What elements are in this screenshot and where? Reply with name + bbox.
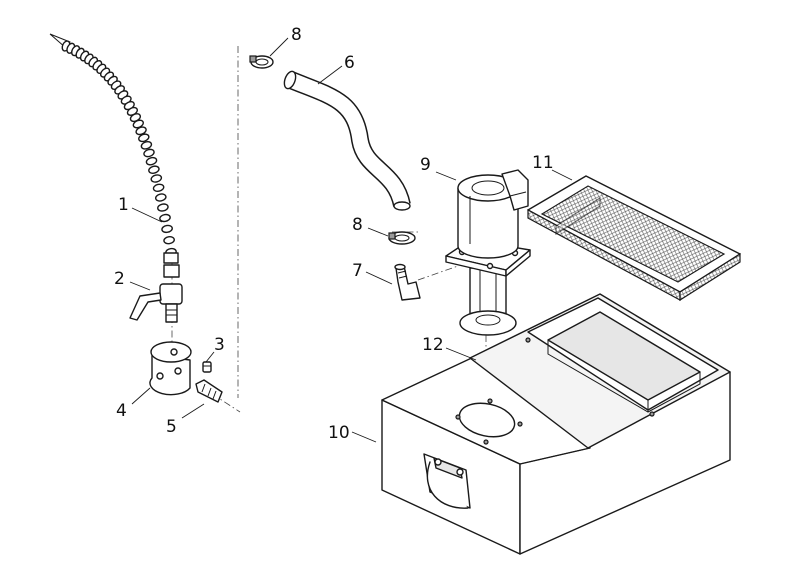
coolant-valve bbox=[129, 264, 183, 323]
hose-segment bbox=[145, 156, 158, 166]
coolant-tank bbox=[381, 293, 731, 555]
filter-basket bbox=[527, 175, 741, 302]
hose-segment bbox=[135, 126, 147, 136]
callout-9: 9 bbox=[420, 155, 431, 175]
set-screw bbox=[202, 361, 212, 373]
hose-segment bbox=[154, 193, 167, 202]
magnetic-base bbox=[149, 341, 192, 396]
hose-clamp-top bbox=[249, 55, 274, 69]
hose-segment bbox=[148, 165, 160, 174]
leader-lines bbox=[129, 37, 573, 443]
hose-segment bbox=[138, 133, 150, 143]
hose-segment bbox=[157, 203, 169, 212]
return-hose bbox=[283, 70, 411, 211]
callout-2: 2 bbox=[114, 269, 125, 289]
hose-fitting bbox=[195, 379, 223, 403]
coolant-pump bbox=[445, 169, 531, 336]
callout-7: 7 bbox=[352, 261, 363, 281]
callout-10: 10 bbox=[328, 423, 350, 443]
callout-8-top: 8 bbox=[291, 25, 302, 45]
hose-segment bbox=[143, 148, 155, 158]
callout-11: 11 bbox=[532, 153, 554, 173]
hose-segment bbox=[152, 183, 165, 193]
hose-segment bbox=[163, 236, 175, 245]
hose-clamp-lower bbox=[388, 231, 416, 245]
flexible-coolant-hose bbox=[49, 33, 179, 264]
callout-1: 1 bbox=[118, 195, 129, 215]
callout-4: 4 bbox=[116, 401, 127, 421]
elbow-fitting bbox=[394, 263, 421, 301]
hose-segment bbox=[140, 140, 153, 150]
callout-6: 6 bbox=[344, 53, 355, 73]
hose-segment bbox=[150, 174, 163, 183]
callout-3: 3 bbox=[214, 335, 225, 355]
callout-8-lower: 8 bbox=[352, 215, 363, 235]
callout-labels: 1 2 3 4 5 6 7 8 8 9 10 11 12 bbox=[114, 25, 554, 443]
callout-5: 5 bbox=[166, 417, 177, 437]
hose-segment bbox=[159, 213, 171, 223]
callout-12: 12 bbox=[422, 335, 444, 355]
hose-segment bbox=[161, 224, 173, 234]
